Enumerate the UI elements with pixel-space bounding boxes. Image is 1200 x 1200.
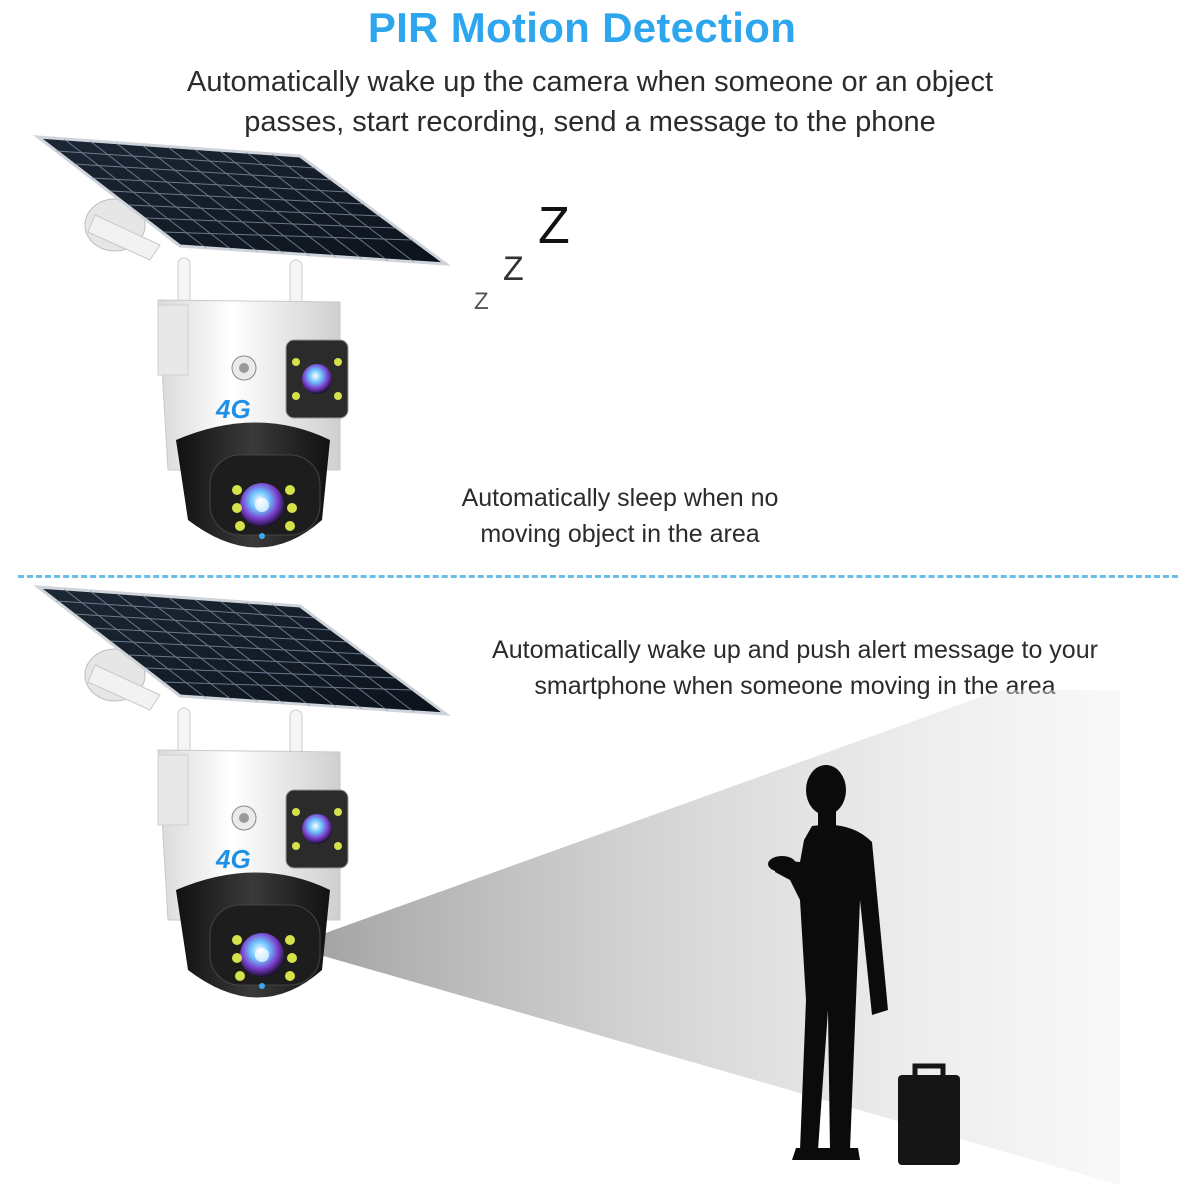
person-silhouette xyxy=(768,765,888,1160)
wake-caption: Automatically wake up and push alert mes… xyxy=(420,632,1170,704)
wake-caption-line-1: Automatically wake up and push alert mes… xyxy=(492,636,1098,664)
sleep-z-large: Z xyxy=(538,197,570,255)
sleep-z-medium: Z xyxy=(503,250,524,288)
sleep-z-small: Z xyxy=(474,288,489,315)
sleep-caption: Automatically sleep when no moving objec… xyxy=(400,480,840,552)
section-divider xyxy=(18,575,1178,578)
subtitle-line-2: passes, start recording, send a message … xyxy=(244,106,936,138)
briefcase xyxy=(898,1063,960,1165)
camera-sleeping xyxy=(36,135,448,549)
detection-beam xyxy=(320,690,1120,1185)
camera-4g-badge-bottom: 4G xyxy=(215,844,251,874)
subtitle-line-1: Automatically wake up the camera when so… xyxy=(187,66,993,98)
page-title: PIR Motion Detection xyxy=(367,4,797,51)
sleep-caption-line-2: moving object in the area xyxy=(480,520,760,548)
sleep-caption-line-1: Automatically sleep when no xyxy=(461,484,779,512)
wake-caption-line-2: smartphone when someone moving in the ar… xyxy=(534,672,1056,700)
camera-4g-badge-top: 4G xyxy=(215,394,251,424)
page-subtitle: Automatically wake up the camera when so… xyxy=(0,62,1180,142)
